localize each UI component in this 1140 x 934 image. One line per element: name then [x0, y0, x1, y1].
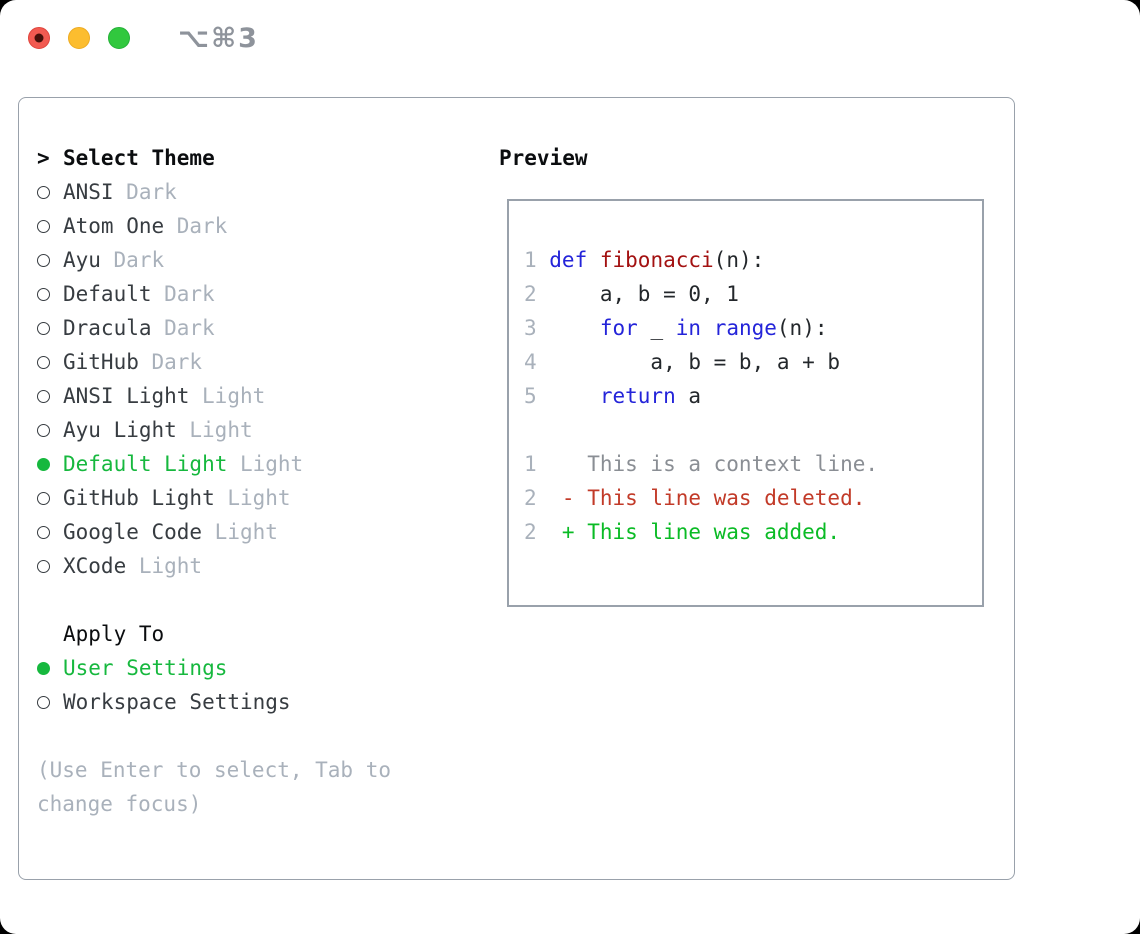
radio-selected-icon	[37, 457, 50, 471]
diff-line-deleted: 2 - This line was deleted.	[524, 481, 972, 515]
diff-text: This is a context line.	[549, 452, 879, 476]
line-number: 2	[524, 486, 537, 510]
radio-icon	[37, 423, 50, 437]
code-line: 3 for _ in range(n):	[524, 311, 972, 345]
radio-icon	[37, 253, 50, 267]
code-token: (n):	[713, 248, 765, 272]
radio-icon	[37, 287, 50, 301]
theme-list-title: Select Theme	[63, 146, 215, 170]
selection-cursor: >	[37, 146, 50, 170]
code-token	[549, 316, 600, 340]
radio-icon	[37, 389, 50, 403]
code-token	[587, 248, 600, 272]
radio-icon	[37, 219, 50, 233]
code-token	[549, 384, 600, 408]
code-token: def	[549, 248, 588, 272]
line-number: 5	[524, 384, 537, 408]
radio-icon	[37, 695, 50, 709]
radio-icon	[37, 491, 50, 505]
zoom-button[interactable]	[108, 27, 130, 49]
radio-icon	[37, 185, 50, 199]
radio-icon	[37, 559, 50, 573]
theme-list-header: > Select Theme	[37, 141, 412, 175]
line-number: 1	[524, 248, 537, 272]
code-line: 2 a, b = 0, 1	[524, 277, 972, 311]
code-token: range	[713, 316, 777, 340]
line-number: 4	[524, 350, 537, 374]
code-line: 5 return a	[524, 379, 972, 413]
code-token: a, b = b, a + b	[549, 350, 841, 374]
radio-icon	[37, 321, 50, 335]
code-line: 4 a, b = b, a + b	[524, 345, 972, 379]
line-number: 2	[524, 282, 537, 306]
close-button[interactable]	[28, 27, 50, 49]
apply-option-user-settings[interactable]: User Settings	[37, 651, 412, 685]
apply-option-workspace-settings[interactable]: Workspace Settings	[37, 685, 412, 719]
code-token	[701, 316, 714, 340]
titlebar: ⌥⌘3	[28, 23, 259, 54]
code-token: a	[675, 384, 702, 408]
minimize-button[interactable]	[68, 27, 90, 49]
radio-selected-icon	[37, 661, 50, 675]
code-token: in	[675, 316, 702, 340]
keyboard-hint: (Use Enter to select, Tab to change focu…	[37, 758, 392, 816]
code-token: a, b = 0, 1	[549, 282, 739, 306]
code-line: 1 def fibonacci(n):	[524, 243, 972, 277]
code-token: return	[599, 384, 676, 408]
blank-line	[524, 413, 972, 447]
line-number: 3	[524, 316, 537, 340]
diff-line-context: 1 This is a context line.	[524, 447, 972, 481]
code-token: _	[637, 316, 676, 340]
diff-text: - This line was deleted.	[549, 486, 866, 510]
diff-text: + This line was added.	[549, 520, 841, 544]
line-number: 2	[524, 520, 537, 544]
apply-to-header: Apply To	[63, 622, 165, 646]
radio-icon	[37, 355, 50, 369]
code-token: for	[599, 316, 638, 340]
preview-title: Preview	[499, 146, 588, 170]
radio-icon	[37, 525, 50, 539]
window-title: ⌥⌘3	[178, 22, 259, 54]
code-token: (n):	[776, 316, 828, 340]
line-number: 1	[524, 452, 537, 476]
diff-line-added: 2 + This line was added.	[524, 515, 972, 549]
code-token: fibonacci	[599, 248, 714, 272]
